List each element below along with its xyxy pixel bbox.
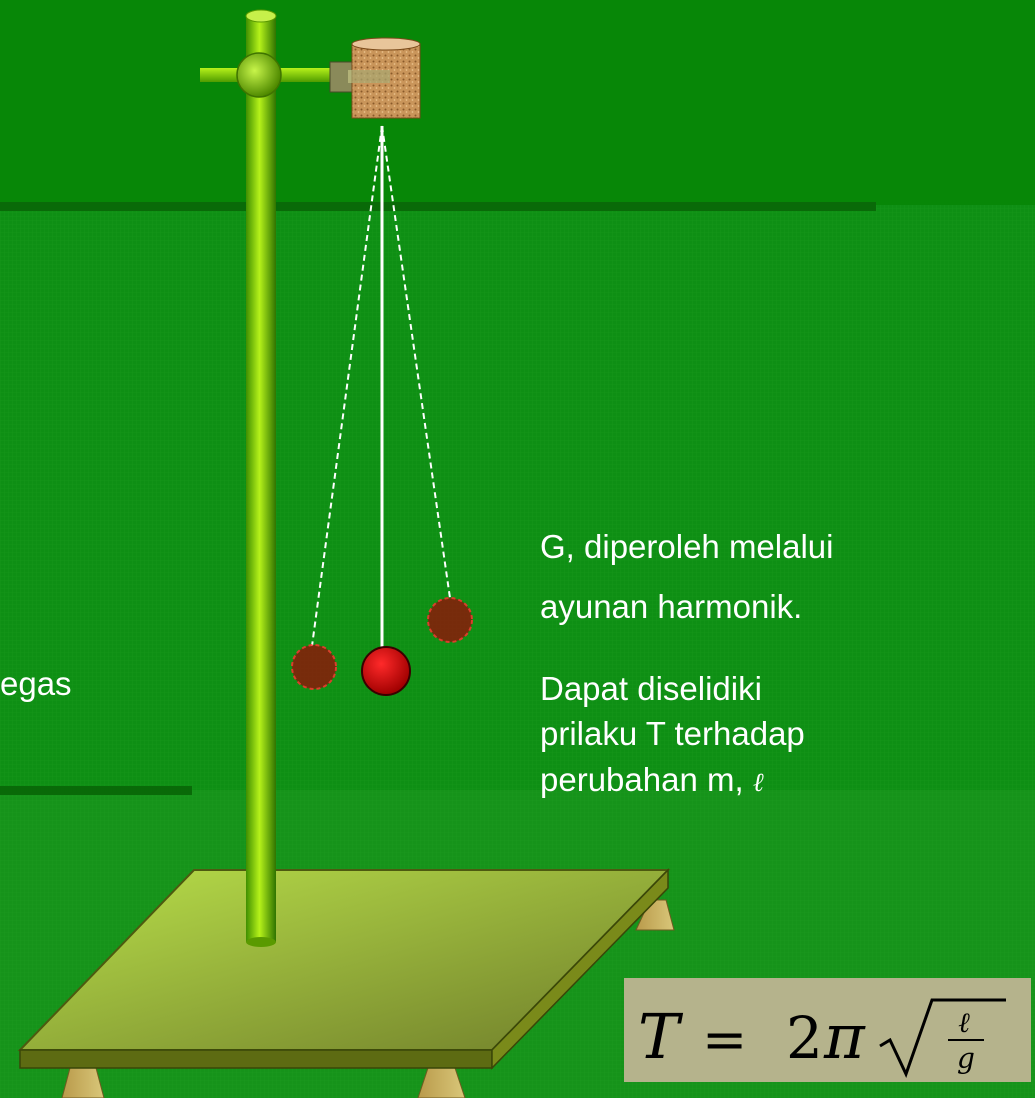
table-edge-side xyxy=(491,868,669,1070)
pendulum-string-left-position xyxy=(311,125,383,647)
text-line-d-1: Dapat diselidiki xyxy=(540,670,762,707)
formula-box-background xyxy=(624,978,1031,1082)
formula-radical xyxy=(879,998,1006,1078)
pendulum-bob xyxy=(361,646,411,696)
text-line-d-3: perubahan m, ℓ xyxy=(540,759,764,804)
background-middle-grid xyxy=(0,205,1035,790)
formula-equals: = xyxy=(702,1008,747,1071)
formula-lhs: T xyxy=(638,1000,684,1073)
cork-holder-top xyxy=(351,37,421,51)
divider-bottom xyxy=(0,786,192,795)
ell-symbol: ℓ xyxy=(752,768,764,798)
stand-rod xyxy=(246,16,276,942)
divider-top xyxy=(0,202,876,211)
formula-denominator: g xyxy=(957,1042,975,1075)
stand-rod-top xyxy=(245,9,277,23)
text-line-d-3-main: perubahan m, xyxy=(540,761,753,798)
text-line-g-1: G, diperoleh melalui xyxy=(540,528,834,565)
pendulum-bob-left-position xyxy=(291,644,337,690)
formula-pi: π xyxy=(823,1000,866,1073)
clamp-jaw-front xyxy=(348,70,390,83)
stand-rod-bottom xyxy=(246,937,276,947)
text-fragment-left: egas xyxy=(0,665,72,702)
period-formula: T = 2 π ℓ g xyxy=(638,998,1006,1078)
text-line-g-2: ayunan harmonik. xyxy=(540,588,803,625)
formula-coefficient: 2 xyxy=(786,1004,823,1072)
clamp-knob xyxy=(236,52,282,98)
pendulum-bob-right-position xyxy=(427,597,473,643)
background-top-band xyxy=(0,0,1035,205)
table-edge-front xyxy=(19,1049,493,1069)
text-line-d-2: prilaku T terhadap xyxy=(540,715,805,752)
formula-numerator: ℓ xyxy=(958,1006,970,1039)
table-leg-left xyxy=(61,1067,105,1098)
